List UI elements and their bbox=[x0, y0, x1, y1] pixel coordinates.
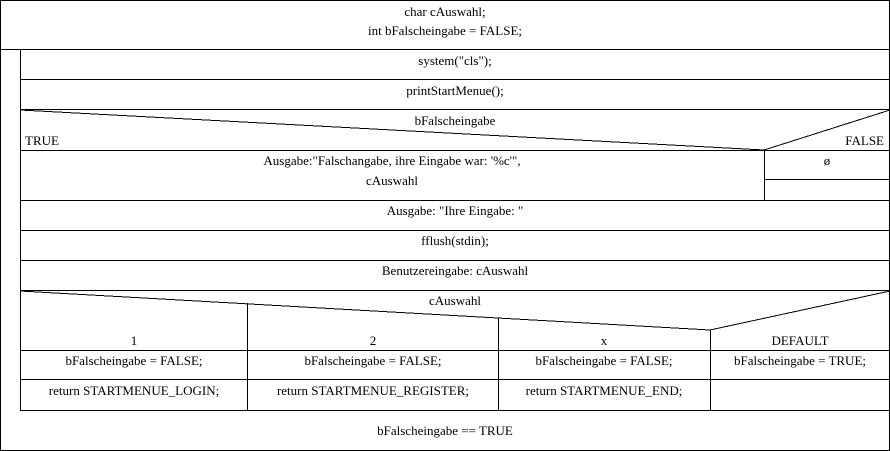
statement-system-cls: system("cls"); bbox=[418, 53, 491, 68]
if-diagonal-left bbox=[19, 109, 765, 151]
case-1-stmt-assign: bFalscheingabe = FALSE; bbox=[65, 353, 202, 368]
case-label-x: x bbox=[601, 333, 608, 348]
case-label-default: DEFAULT bbox=[771, 333, 828, 348]
case-x-stmt-return: return STARTMENUE_END; bbox=[526, 383, 683, 398]
switch-diagonal-left bbox=[19, 290, 711, 331]
if-condition: bFalscheingabe bbox=[415, 113, 496, 128]
case-2-stmt-assign: bFalscheingabe = FALSE; bbox=[304, 353, 441, 368]
case-label-2: 2 bbox=[370, 333, 377, 348]
case-default-stmt-assign: bFalscheingabe = TRUE; bbox=[734, 353, 866, 368]
if-true-label: TRUE bbox=[25, 133, 59, 148]
if-diagonal-right bbox=[763, 109, 890, 151]
case-x-stmt-assign: bFalscheingabe = FALSE; bbox=[535, 353, 672, 368]
statement-print-start-menue: printStartMenue(); bbox=[406, 83, 503, 98]
switch-diagonal-right bbox=[709, 290, 890, 331]
case-label-1: 1 bbox=[131, 333, 138, 348]
loop-condition: bFalscheingabe == TRUE bbox=[377, 423, 513, 438]
declaration-int: int bFalscheingabe = FALSE; bbox=[368, 23, 522, 38]
statement-benutzereingabe: Benutzereingabe: cAuswahl bbox=[382, 263, 529, 278]
statement-ausgabe-prompt: Ausgabe: "Ihre Eingabe: " bbox=[387, 203, 524, 218]
statement-fflush: fflush(stdin); bbox=[421, 233, 489, 248]
if-true-output-line2: cAuswahl bbox=[366, 173, 418, 188]
if-false-empty-symbol: ø bbox=[824, 153, 831, 168]
if-false-label: FALSE bbox=[845, 133, 884, 148]
if-true-output-line1: Ausgabe:"Falschangabe, ihre Eingabe war:… bbox=[263, 153, 520, 168]
switch-selector: cAuswahl bbox=[429, 293, 481, 308]
case-1-stmt-return: return STARTMENUE_LOGIN; bbox=[49, 383, 219, 398]
declaration-char: char cAuswahl; bbox=[404, 4, 485, 19]
case-2-stmt-return: return STARTMENUE_REGISTER; bbox=[277, 383, 469, 398]
